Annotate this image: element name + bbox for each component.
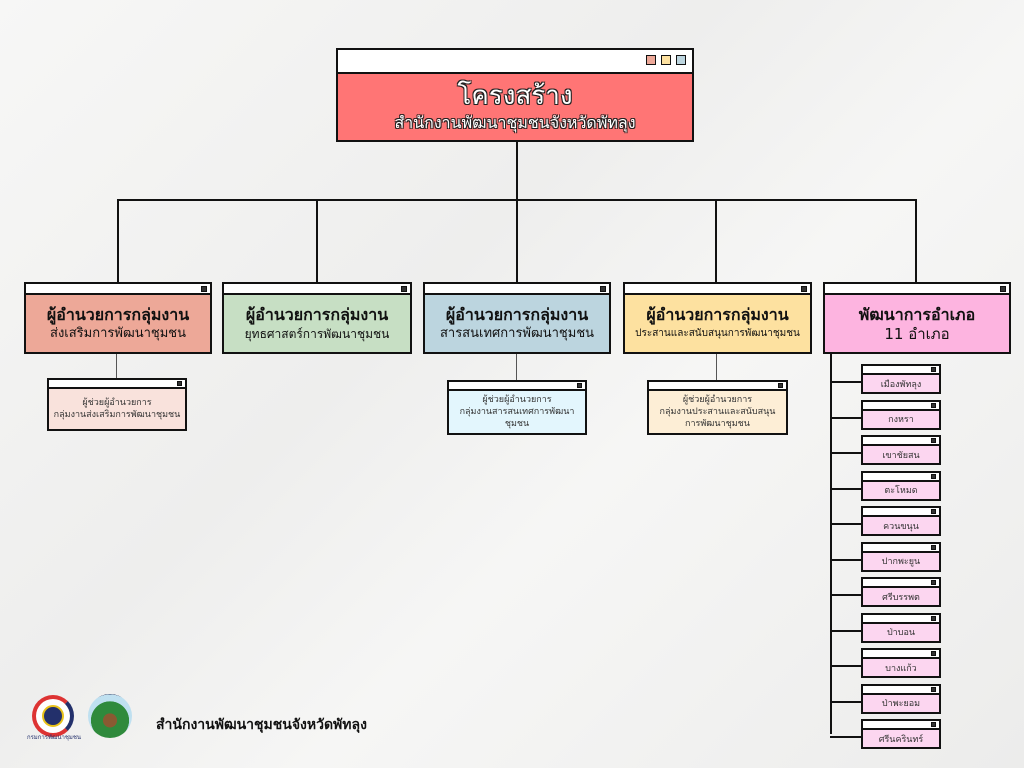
- connector: [830, 452, 861, 454]
- district-name: ปากพะยูน: [881, 557, 921, 567]
- window-button-icon: [931, 615, 936, 621]
- connector: [716, 353, 717, 381]
- assistant-line: การพัฒนาชุมชน: [685, 419, 750, 429]
- window-button-icon: [177, 381, 182, 386]
- group-subtitle: ส่งเสริมการพัฒนาชุมชน: [50, 325, 186, 341]
- connector: [830, 416, 861, 419]
- district-box: ตะโหมด: [861, 470, 941, 501]
- connector: [830, 353, 832, 734]
- assistant-line: ผู้ช่วยผู้อำนวยการ: [482, 395, 552, 405]
- connector: [830, 736, 861, 738]
- district-box: ป่าพะยอม: [861, 683, 941, 714]
- window-button-icon: [931, 473, 936, 479]
- footer-org-name: สำนักงานพัฒนาชุมชนจังหวัดพัทลุง: [156, 717, 367, 733]
- window-button-icon: [201, 286, 207, 292]
- window-button-icon: [676, 55, 686, 65]
- district-box: ควนขนุน: [861, 506, 941, 536]
- connector: [830, 665, 861, 667]
- group-title: ผู้อำนวยการกลุ่มงาน: [245, 304, 389, 324]
- district-name: บางแก้ว: [885, 663, 917, 674]
- district-name: ป่าพะยอม: [881, 699, 921, 709]
- connector: [316, 199, 318, 283]
- window-button-icon: [931, 438, 936, 443]
- assistant-line: กลุ่มงานประสานและสนับสนุน: [659, 407, 776, 417]
- group-box-coordination: ผู้อำนวยการกลุ่มงานประสานและสนับสนุนการพ…: [623, 282, 812, 354]
- group-subtitle: สารสนเทศการพัฒนาชุมชน: [439, 325, 595, 341]
- group-subtitle: ประสานและสนับสนุนการพัฒนาชุมชน: [635, 327, 800, 339]
- window-button-icon: [600, 286, 606, 292]
- district-name: ป่าบอน: [886, 628, 916, 638]
- window-button-icon: [661, 55, 671, 65]
- window-button-icon: [931, 544, 936, 550]
- connector: [830, 487, 861, 490]
- assistant-line: ผู้ช่วยผู้อำนวยการ: [82, 398, 152, 408]
- group-title: ผู้อำนวยการกลุ่มงาน: [445, 304, 589, 324]
- assistant-box-promotion: ผู้ช่วยผู้อำนวยการกลุ่มงานส่งเสริมการพัฒ…: [47, 378, 187, 431]
- window-button-icon: [646, 55, 656, 65]
- assistant-line: กลุ่มงานส่งเสริมการพัฒนาชุมชน: [53, 410, 181, 420]
- cdd-logo-text: กรมการพัฒนาชุมชน: [26, 734, 82, 741]
- connector: [516, 141, 518, 201]
- district-box: กงหรา: [861, 399, 941, 430]
- connector: [715, 199, 717, 283]
- window-button-icon: [931, 580, 936, 585]
- group-box-promotion: ผู้อำนวยการกลุ่มงานส่งเสริมการพัฒนาชุมชน: [24, 282, 212, 354]
- district-name: ตะโหมด: [884, 486, 918, 496]
- cdd-logo: [32, 695, 74, 737]
- group-box-information: ผู้อำนวยการกลุ่มงานสารสนเทศการพัฒนาชุมชน: [423, 282, 611, 354]
- connector: [830, 381, 861, 383]
- connector: [830, 558, 861, 561]
- district-name: เขาชัยสน: [882, 450, 920, 461]
- district-name: เมืองพัทลุง: [880, 379, 922, 390]
- group-subtitle: 11 อำเภอ: [884, 324, 950, 343]
- district-box: ศรีนครินทร์: [861, 719, 941, 749]
- district-name: ควนขนุน: [883, 521, 919, 532]
- assistant-line: ผู้ช่วยผู้อำนวยการ: [682, 395, 753, 405]
- group-subtitle: ยุทธศาสตร์การพัฒนาชุมชน: [244, 326, 390, 341]
- district-box: บางแก้ว: [861, 648, 941, 678]
- connector: [516, 353, 517, 381]
- district-box: ป่าบอน: [861, 612, 941, 643]
- window-button-icon: [577, 383, 582, 388]
- group-title: ผู้อำนวยการกลุ่มงาน: [46, 304, 190, 324]
- district-name: ศรีบรรพต: [882, 592, 920, 603]
- district-name: กงหรา: [888, 415, 914, 425]
- phatthalung-province-seal: [88, 694, 132, 738]
- connector: [915, 199, 917, 283]
- window-button-icon: [931, 367, 936, 372]
- assistant-box-coordination: ผู้ช่วยผู้อำนวยการกลุ่มงานประสานและสนับส…: [647, 380, 788, 435]
- window-button-icon: [931, 686, 936, 692]
- assistant-line: กลุ่มงานสารสนเทศการพัฒนาชุมชน: [459, 407, 575, 429]
- window-button-icon: [1000, 286, 1006, 292]
- district-box: เขาชัยสน: [861, 435, 941, 465]
- connector: [830, 629, 861, 632]
- window-button-icon: [401, 286, 407, 292]
- page-subtitle: สำนักงานพัฒนาชุมชนจังหวัดพัทลุง: [394, 113, 636, 132]
- connector: [516, 199, 518, 283]
- window-button-icon: [931, 402, 936, 408]
- group-title: พัฒนาการอำเภอ: [858, 304, 976, 324]
- district-box: ปากพะยูน: [861, 541, 941, 572]
- window-button-icon: [931, 509, 936, 514]
- district-box: เมืองพัทลุง: [861, 364, 941, 394]
- page-title: โครงสร้าง: [457, 81, 573, 111]
- connector: [830, 700, 861, 703]
- connector: [830, 523, 861, 525]
- window-button-icon: [801, 286, 807, 292]
- window-button-icon: [778, 383, 783, 388]
- connector: [830, 594, 861, 596]
- connector: [117, 199, 119, 283]
- window-button-icon: [931, 722, 936, 727]
- district-name: ศรีนครินทร์: [878, 734, 924, 745]
- connector: [116, 353, 117, 379]
- top-box: โครงสร้าง สำนักงานพัฒนาชุมชนจังหวัดพัทลุ…: [336, 48, 694, 142]
- group-box-strategy: ผู้อำนวยการกลุ่มงานยุทธศาสตร์การพัฒนาชุม…: [222, 282, 412, 354]
- assistant-box-information: ผู้ช่วยผู้อำนวยการกลุ่มงานสารสนเทศการพัฒ…: [447, 380, 587, 435]
- group-title: ผู้อำนวยการกลุ่มงาน: [646, 304, 789, 324]
- district-box: ศรีบรรพต: [861, 577, 941, 607]
- window-button-icon: [931, 651, 936, 656]
